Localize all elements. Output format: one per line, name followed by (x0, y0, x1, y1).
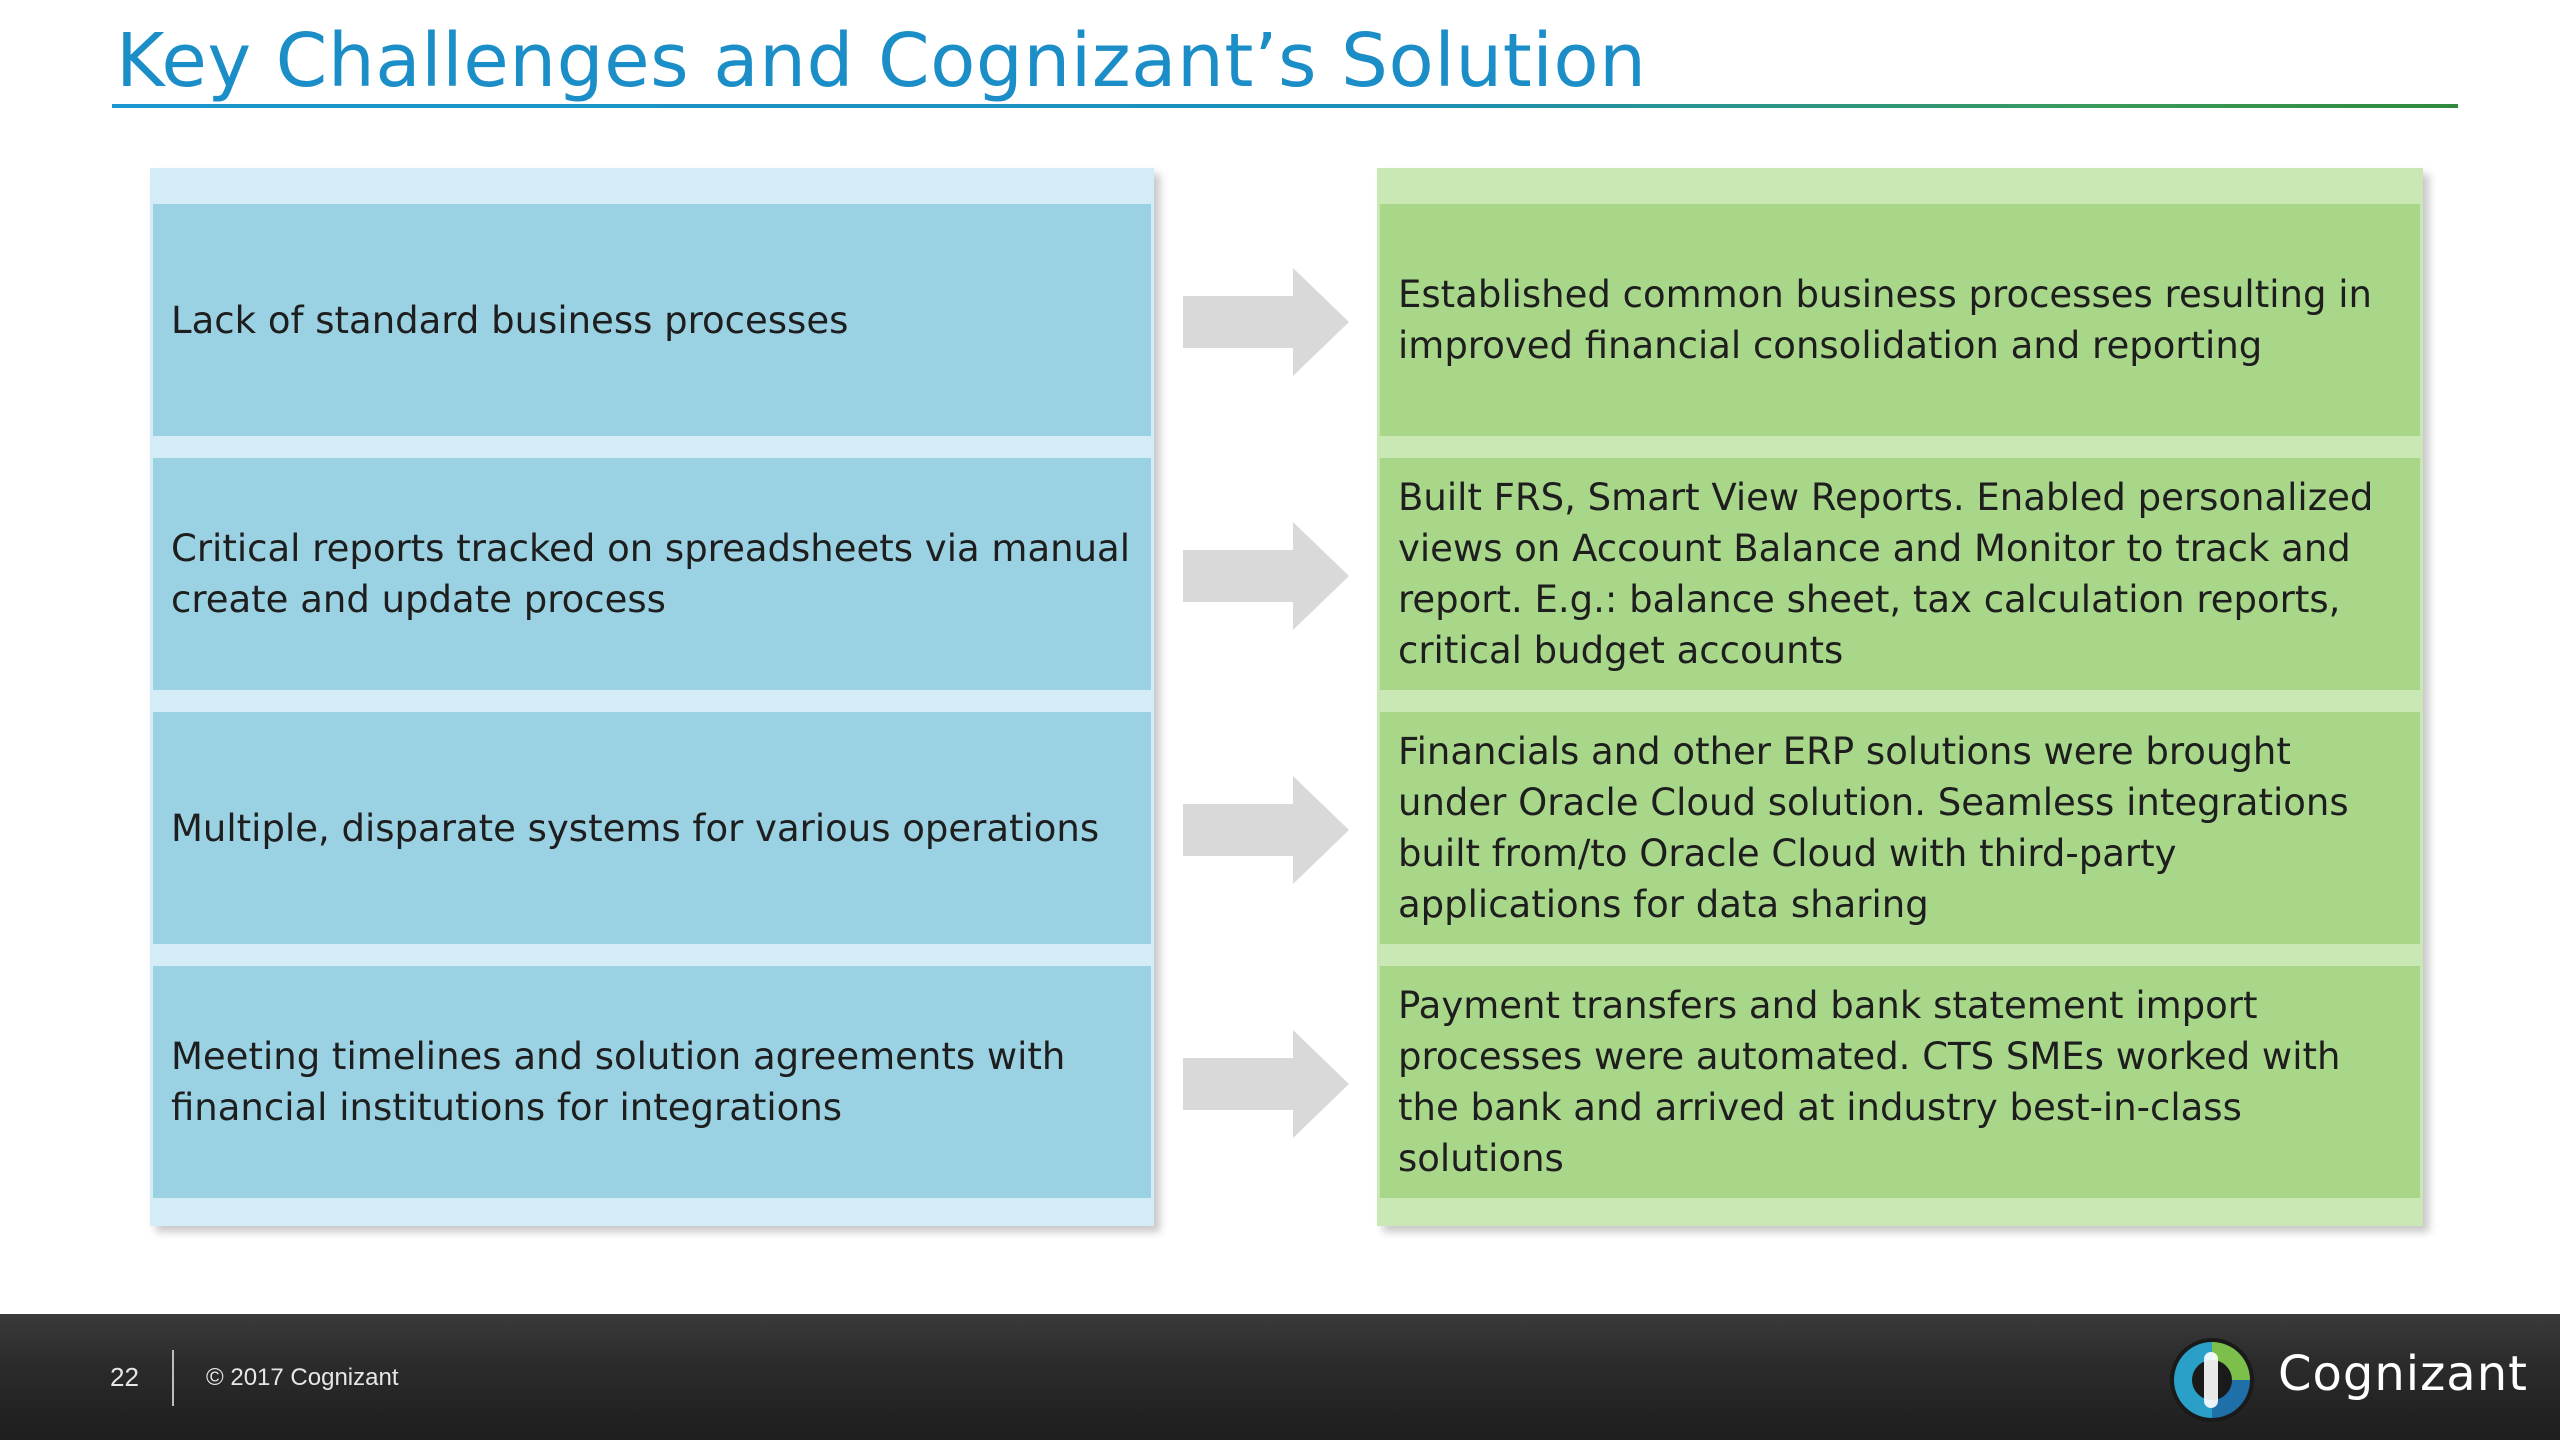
title-underline (112, 104, 2458, 108)
page-number: 22 (110, 1362, 139, 1392)
challenges-panel: Lack of standard business processes Crit… (150, 168, 1154, 1226)
right-arrow-icon (1183, 776, 1349, 884)
right-arrow-icon (1183, 1030, 1349, 1138)
right-arrow-icon (1183, 268, 1349, 376)
challenge-item: Meeting timelines and solution agreement… (153, 966, 1151, 1198)
cognizant-logo-icon (2170, 1338, 2254, 1422)
solution-item: Payment transfers and bank statement imp… (1380, 966, 2420, 1198)
brand-name: Cognizant (2278, 1346, 2528, 1402)
solution-item: Built FRS, Smart View Reports. Enabled p… (1380, 458, 2420, 690)
slide-footer: 22 © 2017 Cognizant Cognizant (0, 1314, 2560, 1440)
solution-item: Financials and other ERP solutions were … (1380, 712, 2420, 944)
right-arrow-icon (1183, 522, 1349, 630)
footer-divider (172, 1350, 174, 1406)
solutions-panel: Established common business processes re… (1377, 168, 2423, 1226)
challenge-item: Critical reports tracked on spreadsheets… (153, 458, 1151, 690)
slide-title: Key Challenges and Cognizant’s Solution (116, 18, 1647, 104)
solution-item: Established common business processes re… (1380, 204, 2420, 436)
challenge-item: Multiple, disparate systems for various … (153, 712, 1151, 944)
challenge-item: Lack of standard business processes (153, 204, 1151, 436)
copyright-text: © 2017 Cognizant (206, 1364, 399, 1391)
